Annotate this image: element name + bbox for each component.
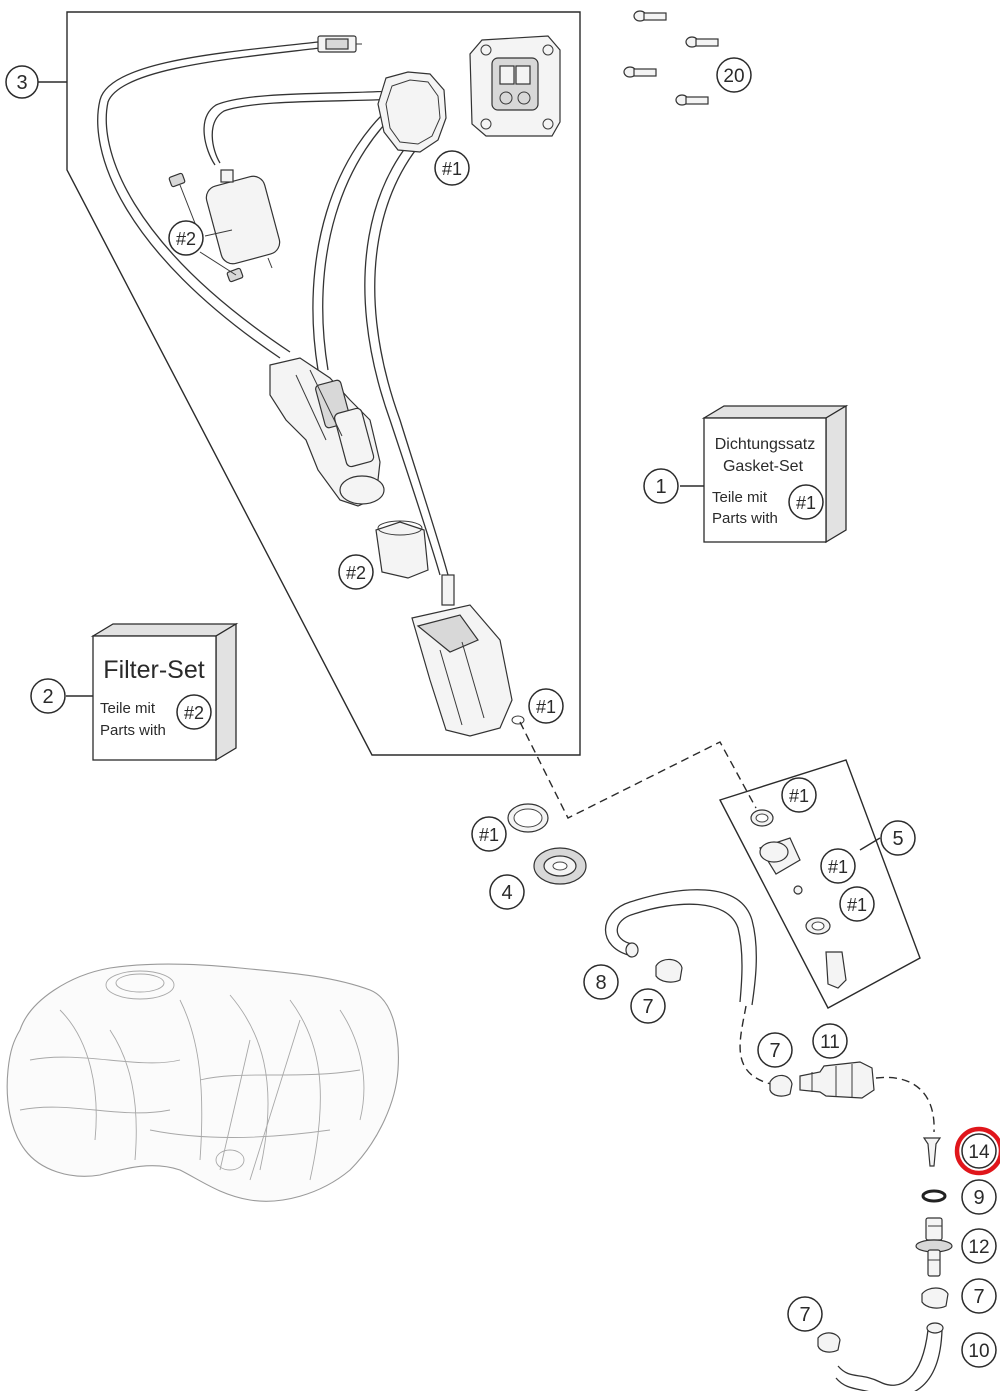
svg-text:4: 4 <box>501 882 512 904</box>
svg-text:7: 7 <box>799 1304 810 1326</box>
callout-12: 12 <box>961 1228 997 1264</box>
callout-7-nipple: 7 <box>961 1278 997 1314</box>
hose-clamp-lower <box>817 1287 949 1353</box>
callout-hash1-frame-b: #1 <box>820 848 856 884</box>
callout-2: 2 <box>30 678 66 714</box>
svg-text:14: 14 <box>968 1142 990 1163</box>
svg-text:#1: #1 <box>796 493 816 513</box>
callout-hash1-ring: #1 <box>471 816 507 852</box>
callout-1: 1 <box>643 468 679 504</box>
svg-text:#1: #1 <box>442 159 462 179</box>
return-hose <box>203 89 411 166</box>
svg-text:#1: #1 <box>828 857 848 877</box>
grommet <box>533 847 587 885</box>
svg-text:9: 9 <box>973 1187 984 1209</box>
svg-text:Parts with: Parts with <box>712 510 778 527</box>
svg-text:Teile mit: Teile mit <box>712 489 768 506</box>
fuel-hose-lower <box>835 1322 944 1396</box>
svg-text:#1: #1 <box>479 825 499 845</box>
gasket-set-label: Dichtungssatz Gasket-Set Teile mit Parts… <box>712 436 824 527</box>
svg-text:5: 5 <box>892 828 903 850</box>
pump-housing <box>269 357 385 507</box>
dashed-connection <box>519 721 757 819</box>
svg-text:3: 3 <box>16 72 27 94</box>
quick-connector <box>769 1061 935 1133</box>
pin <box>922 1137 942 1167</box>
svg-text:Parts with: Parts with <box>100 722 166 739</box>
connector-frame <box>718 759 921 1009</box>
svg-text:Dichtungssatz: Dichtungssatz <box>715 436 816 453</box>
svg-text:Filter-Set: Filter-Set <box>103 656 204 684</box>
fuel-hose-upper <box>605 889 776 1086</box>
o-ring <box>921 1189 947 1203</box>
callout-9: 9 <box>961 1179 997 1215</box>
svg-text:#1: #1 <box>847 895 867 915</box>
svg-text:8: 8 <box>595 972 606 994</box>
callout-4: 4 <box>489 874 525 910</box>
svg-text:7: 7 <box>642 996 653 1018</box>
callout-3: 3 <box>5 65 39 99</box>
callout-hash2-filter: #2 <box>168 184 237 276</box>
gasket-set-box <box>680 404 849 544</box>
svg-text:#2: #2 <box>346 563 366 583</box>
svg-text:12: 12 <box>968 1237 989 1258</box>
callout-5: 5 <box>880 820 916 856</box>
callout-20: 20 <box>716 57 752 93</box>
callout-7-upper: 7 <box>630 988 666 1024</box>
svg-text:1: 1 <box>655 476 666 498</box>
callout-hash1-frame-c: #1 <box>839 886 875 922</box>
callout-8: 8 <box>583 964 619 1000</box>
svg-text:7: 7 <box>769 1040 780 1062</box>
filter-sleeve <box>375 520 429 579</box>
o-ring-seal <box>507 803 549 833</box>
svg-text:Gasket-Set: Gasket-Set <box>723 458 804 475</box>
hose-clamp <box>655 958 683 983</box>
hose-nipple <box>915 1217 953 1277</box>
filter-set-box <box>66 622 239 762</box>
pump-flange <box>469 35 561 137</box>
callout-7-connector: 7 <box>757 1032 793 1068</box>
flange-gasket <box>377 71 447 153</box>
inline-filter <box>168 169 281 283</box>
callout-hash1-flange: #1 <box>434 150 470 186</box>
filter-set-label: Filter-Set Teile mit Parts with #2 <box>100 656 212 739</box>
svg-text:10: 10 <box>968 1341 989 1362</box>
screws <box>623 10 719 106</box>
fuel-pump-assembly-frame <box>38 11 581 756</box>
svg-text:#1: #1 <box>789 786 809 806</box>
long-feed-hoses <box>312 94 449 576</box>
callout-hash2-sleeve: #2 <box>338 554 374 590</box>
callout-7-lower: 7 <box>787 1296 823 1332</box>
wiring-harness <box>97 35 362 359</box>
fuel-tank <box>6 963 399 1202</box>
svg-text:#2: #2 <box>184 703 204 723</box>
highlight-ring-14 <box>954 1126 1000 1176</box>
callout-hash1-pump: #1 <box>528 688 564 724</box>
svg-text:Teile mit: Teile mit <box>100 700 156 717</box>
svg-text:#1: #1 <box>536 697 556 717</box>
svg-text:#2: #2 <box>176 229 196 249</box>
svg-text:7: 7 <box>973 1286 984 1308</box>
svg-text:20: 20 <box>723 66 744 87</box>
callout-11: 11 <box>812 1023 848 1059</box>
callout-hash1-frame-a: #1 <box>781 777 817 813</box>
callout-14: 14 <box>961 1133 997 1169</box>
callout-10: 10 <box>961 1332 997 1368</box>
fuel-pump <box>411 574 525 737</box>
svg-text:2: 2 <box>42 686 53 708</box>
svg-text:11: 11 <box>820 1032 840 1053</box>
